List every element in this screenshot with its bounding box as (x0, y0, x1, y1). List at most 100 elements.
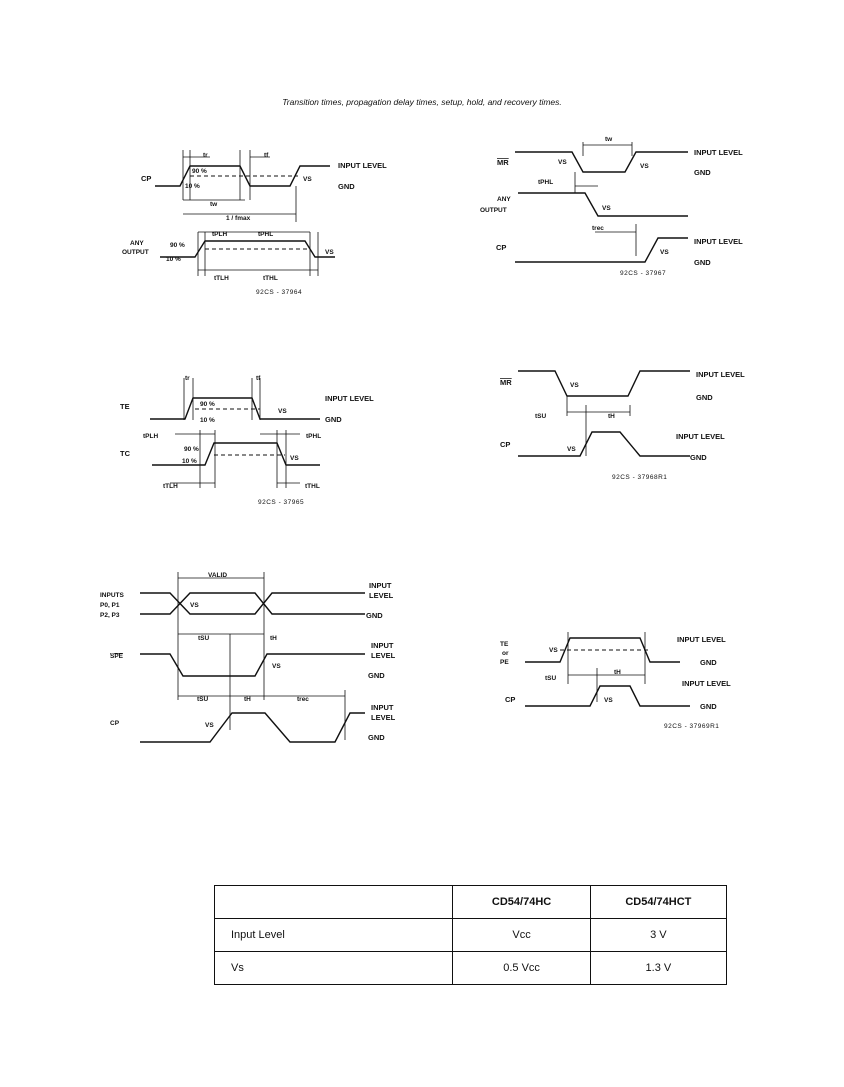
label-th-5a: tH (270, 635, 277, 642)
label-10-te: 10 % (200, 417, 215, 424)
timing-diagram-te-pe-cp: TE or PE VS INPUT LEVEL GND tSU tH INPUT… (500, 632, 731, 730)
label-or-6: or (502, 650, 509, 657)
label-spe: SPE (110, 653, 124, 660)
label-th-4: tH (608, 413, 615, 420)
label-tsu-5b: tSU (197, 696, 209, 703)
label-input-cp5: INPUT (371, 703, 394, 712)
label-tthl: tTHL (263, 275, 278, 282)
label-vs-mr4: VS (570, 382, 579, 389)
label-vs-out2: VS (602, 205, 611, 212)
label-input-level-3: INPUT LEVEL (694, 237, 743, 246)
label-mr: MR (497, 158, 509, 167)
label-gnd-cp5: GND (368, 733, 385, 742)
label-vs-6: VS (549, 647, 558, 654)
label-gnd-2: GND (694, 168, 711, 177)
figure-id-5: 92CS - 37969R1 (664, 723, 719, 730)
label-level-spe: LEVEL (371, 651, 396, 660)
label-inputs: INPUTS (100, 592, 125, 599)
label-10-tc: 10 % (182, 458, 197, 465)
label-tw-2: tw (605, 136, 613, 143)
label-gnd-spe: GND (368, 671, 385, 680)
label-cp-6: CP (505, 695, 515, 704)
label-th-6: tH (614, 669, 621, 676)
figure-id-3: 92CS - 37965 (258, 499, 304, 506)
label-tphl-2: tPHL (538, 179, 553, 186)
table-row: Input Level Vcc 3 V (213, 918, 728, 952)
label-gnd-6: GND (690, 453, 707, 462)
label-tc: TC (120, 449, 131, 458)
label-input-level-2: INPUT LEVEL (694, 148, 743, 157)
label-input-spe: INPUT (371, 641, 394, 650)
label-any: ANY (130, 240, 144, 247)
label-th-5b: tH (244, 696, 251, 703)
label-tf: tf (264, 152, 269, 159)
timing-diagram-inputs-spe-cp: VALID INPUTS P0, P1 P2, P3 VS INPUT LEVE… (100, 572, 396, 743)
label-input-level-6: INPUT LEVEL (676, 432, 725, 441)
timing-diagram-mr-setup-hold: MR VS INPUT LEVEL GND tSU tH CP VS INPUT… (500, 370, 745, 481)
label-90-te: 90 % (200, 401, 215, 408)
label-gnd-8: GND (700, 702, 717, 711)
label-trec-5: trec (297, 696, 309, 703)
figure-id-1: 92CS - 37964 (256, 289, 302, 296)
timing-diagram-cp-output: CP tr tf 90 % 10 % VS INPUT LEVEL GND tw… (122, 150, 387, 296)
table-cell-hc: Vcc (452, 918, 591, 952)
table-header-blank (213, 885, 454, 919)
label-input-level-4: INPUT LEVEL (325, 394, 374, 403)
label-vs-cp2: VS (660, 249, 669, 256)
label-input-level-8: INPUT LEVEL (682, 679, 731, 688)
label-90-out: 90 % (170, 242, 185, 249)
label-gnd-3: GND (694, 258, 711, 267)
label-input-level: INPUT LEVEL (338, 161, 387, 170)
label-90-tc: 90 % (184, 446, 199, 453)
label-output-2: OUTPUT (480, 207, 507, 214)
levels-table: CD54/74HC CD54/74HCT Input Level Vcc 3 V… (213, 885, 728, 985)
label-vs-out: VS (325, 249, 334, 256)
label-pe-6: PE (500, 659, 509, 666)
label-vs-cp4: VS (567, 446, 576, 453)
label-cp-5: CP (110, 720, 120, 727)
label-gnd-in: GND (366, 611, 383, 620)
label-tsu-5a: tSU (198, 635, 210, 642)
label-any-2: ANY (497, 196, 511, 203)
label-tr: tr (203, 152, 208, 159)
table-header-row: CD54/74HC CD54/74HCT (213, 885, 728, 919)
label-tphl: tPHL (258, 231, 273, 238)
label-tplh-3: tPLH (143, 433, 158, 440)
table-header-hc: CD54/74HC (452, 885, 591, 919)
label-vs-mr2: VS (640, 163, 649, 170)
table-cell-label: Vs (213, 951, 454, 985)
label-vs-te: VS (278, 408, 287, 415)
label-ttlh-3: tTLH (163, 483, 178, 490)
timing-diagram-te-tc: tr tf TE 90 % 10 % VS INPUT LEVEL GND tP… (120, 375, 374, 506)
label-level-in: LEVEL (369, 591, 394, 600)
table-row: Vs 0.5 Vcc 1.3 V (213, 951, 728, 985)
label-vs-spe: VS (272, 663, 281, 670)
label-10: 10 % (185, 183, 200, 190)
label-tr-3: tr (185, 375, 190, 382)
label-p2p3: P2, P3 (100, 612, 120, 619)
label-tsu-6: tSU (545, 675, 557, 682)
label-output: OUTPUT (122, 249, 149, 256)
label-gnd-7: GND (700, 658, 717, 667)
figure-id-2: 92CS - 37967 (620, 270, 666, 277)
label-tphl-3: tPHL (306, 433, 321, 440)
label-tplh: tPLH (212, 231, 227, 238)
label-gnd: GND (338, 182, 355, 191)
label-tf-3: tf (256, 375, 261, 382)
label-cp-2: CP (496, 243, 506, 252)
label-vs-mr: VS (558, 159, 567, 166)
table-cell-label: Input Level (213, 918, 454, 952)
label-90: 90 % (192, 168, 207, 175)
label-vs-tc: VS (290, 455, 299, 462)
table-cell-hct: 3 V (589, 918, 728, 952)
label-vs-cp6: VS (604, 697, 613, 704)
table-cell-hct: 1.3 V (589, 951, 728, 985)
label-tw: tw (210, 201, 218, 208)
label-tsu-4: tSU (535, 413, 547, 420)
label-10-out: 10 % (166, 256, 181, 263)
label-fmax: 1 / fmax (226, 215, 251, 222)
label-input-level-5: INPUT LEVEL (696, 370, 745, 379)
label-p0p1: P0, P1 (100, 602, 120, 609)
label-trec: trec (592, 225, 604, 232)
